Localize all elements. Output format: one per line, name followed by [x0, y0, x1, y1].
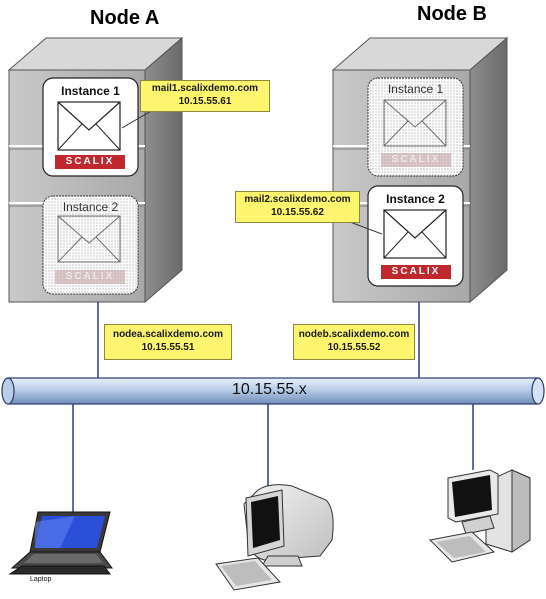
- node-b-title: Node B: [417, 3, 487, 25]
- network-bus: [1, 377, 545, 405]
- keyboard-icon: [215, 557, 281, 591]
- envelope-icon: [383, 99, 447, 147]
- node-b-instance-2-brand: SCALIX: [381, 265, 451, 279]
- node-a-instance-1-label: Instance 1: [61, 84, 120, 98]
- nodeb-hostname: nodeb.scalixdemo.com: [298, 329, 410, 340]
- node-a-server: [7, 36, 184, 304]
- node-a-instance-1-brand: SCALIX: [55, 155, 125, 169]
- mail1-callout: mail1.scalixdemo.com 10.15.55.61: [140, 80, 270, 112]
- node-a-side-face: [144, 36, 183, 304]
- nodea-hostname: nodea.scalixdemo.com: [112, 329, 224, 340]
- envelope-icon: [57, 101, 121, 151]
- node-b-instance-2-label: Instance 2: [386, 192, 445, 206]
- mail1-hostname: mail1.scalixdemo.com: [151, 83, 259, 94]
- node-b-server: [331, 36, 509, 304]
- mail2-ip: 10.15.55.62: [271, 207, 324, 218]
- crt-monitor-icon: [243, 484, 334, 567]
- laptop-label: Laptop: [30, 576, 52, 583]
- mail2-callout: mail2.scalixdemo.com 10.15.55.62: [235, 191, 360, 223]
- envelope-icon: [57, 215, 121, 263]
- envelope-icon: [383, 209, 447, 259]
- node-a-instance-2-label: Instance 2: [62, 200, 119, 214]
- node-b-instance-1-brand: SCALIX: [381, 153, 451, 167]
- nodeb-callout: nodeb.scalixdemo.com 10.15.55.52: [293, 324, 415, 360]
- node-a-title: Node A: [90, 7, 160, 29]
- node-a-instance-2-brand: SCALIX: [55, 270, 125, 284]
- nodea-callout: nodea.scalixdemo.com 10.15.55.51: [104, 324, 232, 360]
- node-b-instance-1-label: Instance 1: [387, 82, 444, 96]
- mail2-hostname: mail2.scalixdemo.com: [244, 194, 351, 205]
- network-label: 10.15.55.x: [232, 381, 307, 398]
- mail1-ip: 10.15.55.61: [178, 96, 232, 107]
- nodea-ip: 10.15.55.51: [141, 342, 195, 353]
- laptop-icon: [8, 511, 113, 575]
- desktop-computer-icon: [428, 469, 531, 563]
- node-b-side-face: [469, 36, 508, 304]
- nodeb-ip: 10.15.55.52: [327, 342, 381, 353]
